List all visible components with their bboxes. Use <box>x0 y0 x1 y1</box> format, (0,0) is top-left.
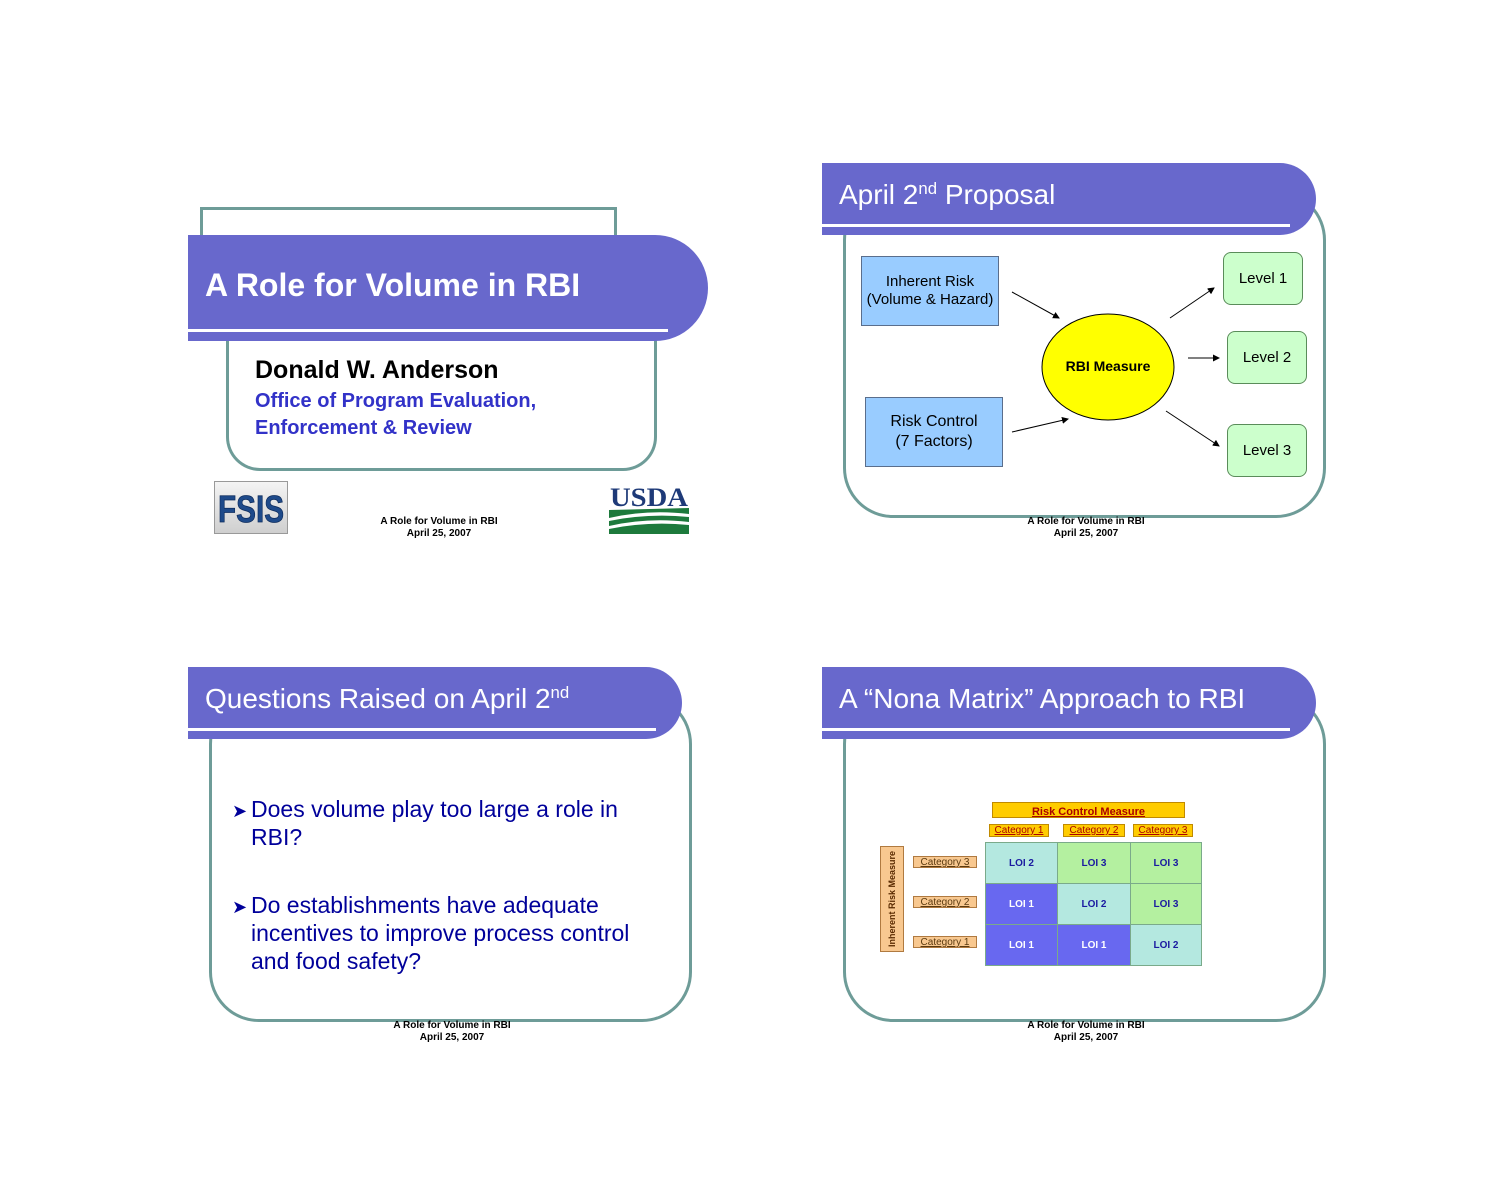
footer-date: April 25, 2007 <box>1053 528 1119 539</box>
matrix-cell-r2c1: LOI 1 <box>985 883 1058 925</box>
subtitle-frame <box>226 320 657 471</box>
rbi-measure-label: RBI Measure <box>1065 358 1151 374</box>
slide-2-footer: A Role for Volume in RBI April 25, 2007 <box>976 516 1196 540</box>
slide-1-footer: A Role for Volume in RBI April 25, 2007 <box>329 516 549 540</box>
bullet-1-text: Does volume play too large a role in RBI… <box>251 795 651 851</box>
title-underline <box>188 329 668 332</box>
title-text: Questions Raised on April 2 <box>205 683 551 714</box>
title-top-frame <box>200 207 617 247</box>
row-category-2: Category 2 <box>913 896 977 908</box>
col-category-1: Category 1 <box>989 824 1049 837</box>
level-2-box: Level 2 <box>1227 331 1307 384</box>
bullet-2-text: Do establishments have adequate incentiv… <box>251 891 651 975</box>
fsis-logo: FSIS <box>214 481 288 534</box>
col-category-3: Category 3 <box>1133 824 1193 837</box>
footer-date: April 25, 2007 <box>1053 1032 1119 1043</box>
matrix-cell-r3c3: LOI 2 <box>1130 924 1202 966</box>
risk-control-measure-header: Risk Control Measure <box>992 802 1185 818</box>
slide-3-title: Questions Raised on April 2nd <box>205 683 569 715</box>
usda-logo: USDA <box>608 482 690 534</box>
org-line-2: Enforcement & Review <box>255 417 472 439</box>
arrow-rbi-to-level-3 <box>1165 410 1220 447</box>
level-1-label: Level 1 <box>1238 270 1288 287</box>
author-name: Donald W. Anderson <box>255 356 499 384</box>
bullet-2-line-1: Do establishments have adequate <box>251 892 599 918</box>
slide-4-title: A “Nona Matrix” Approach to RBI <box>839 683 1246 714</box>
slide-4-title-band: A “Nona Matrix” Approach to RBI <box>822 667 1316 739</box>
bullet-2-line-3: and food safety? <box>251 948 422 974</box>
row-category-1: Category 1 <box>913 936 977 948</box>
usda-logo-graphic: USDA <box>609 483 689 534</box>
svg-text:USDA: USDA <box>610 483 688 512</box>
slide-3-footer: A Role for Volume in RBI April 25, 2007 <box>342 1020 562 1044</box>
matrix-cell-r2c2: LOI 2 <box>1057 883 1131 925</box>
slide-2-title-band: April 2nd Proposal <box>822 163 1316 235</box>
slide-3-title-band: Questions Raised on April 2nd <box>188 667 682 739</box>
slide-1-title: A Role for Volume in RBI <box>205 267 581 303</box>
row-category-3: Category 3 <box>913 856 977 868</box>
slide-3-frame: ➤ Does volume play too large a role in R… <box>209 694 692 1022</box>
svg-text:FSIS: FSIS <box>218 489 284 531</box>
matrix-cell-r1c3: LOI 3 <box>1130 842 1202 884</box>
risk-control-box: Risk Control (7 Factors) <box>865 397 1003 467</box>
slide-4-footer: A Role for Volume in RBI April 25, 2007 <box>976 1020 1196 1044</box>
col-category-2: Category 2 <box>1063 824 1125 837</box>
risk-control-label: Risk Control <box>890 413 978 430</box>
footer-title: A Role for Volume in RBI <box>380 516 498 527</box>
footer-title: A Role for Volume in RBI <box>393 1020 511 1031</box>
title-text-end: Proposal <box>937 179 1056 210</box>
bullet-1-line-2: RBI? <box>251 824 303 850</box>
title-underline <box>822 728 1290 731</box>
arrow-rbi-to-level-1 <box>1169 287 1215 319</box>
title-superscript: nd <box>918 178 938 198</box>
org-line-1: Office of Program Evaluation, <box>255 390 537 412</box>
bullet-1-line-1: Does volume play too large a role in <box>251 796 618 822</box>
title-superscript: nd <box>550 682 570 702</box>
rbi-measure-ellipse <box>1041 313 1175 421</box>
footer-title: A Role for Volume in RBI <box>1027 516 1145 527</box>
risk-control-sublabel: (7 Factors) <box>895 433 973 450</box>
inherent-risk-measure-header: Inherent Risk Measure <box>880 846 904 952</box>
matrix-cell-r1c2: LOI 3 <box>1057 842 1131 884</box>
arrow-inherent-to-rbi <box>1011 291 1060 319</box>
arrow-bullet-icon: ➤ <box>232 801 248 821</box>
matrix-cell-r1c1: LOI 2 <box>985 842 1058 884</box>
title-underline <box>822 224 1290 227</box>
matrix-cell-r3c2: LOI 1 <box>1057 924 1131 966</box>
footer-title: A Role for Volume in RBI <box>1027 1020 1145 1031</box>
level-1-box: Level 1 <box>1223 252 1303 305</box>
title-text: April 2 <box>839 179 919 210</box>
inherent-risk-label: Inherent Risk <box>885 273 975 290</box>
arrow-bullet-icon: ➤ <box>232 897 248 917</box>
footer-date: April 25, 2007 <box>406 528 472 539</box>
level-3-label: Level 3 <box>1242 442 1292 459</box>
inherent-risk-measure-label: Inherent Risk Measure <box>887 850 897 948</box>
level-2-label: Level 2 <box>1242 349 1292 366</box>
title-underline <box>188 728 656 731</box>
inherent-risk-box: Inherent Risk (Volume & Hazard) <box>861 256 999 326</box>
slide-1-title-band: A Role for Volume in RBI <box>188 235 708 341</box>
matrix-cell-r2c3: LOI 3 <box>1130 883 1202 925</box>
bullet-2-line-2: incentives to improve process control <box>251 920 630 946</box>
level-3-box: Level 3 <box>1227 424 1307 477</box>
slide-2-title: April 2nd Proposal <box>839 179 1055 211</box>
fsis-logo-graphic: FSIS <box>218 489 285 532</box>
arrow-control-to-rbi <box>1011 416 1069 433</box>
inherent-risk-sublabel: (Volume & Hazard) <box>866 291 994 308</box>
matrix-cell-r3c1: LOI 1 <box>985 924 1058 966</box>
footer-date: April 25, 2007 <box>419 1032 485 1043</box>
